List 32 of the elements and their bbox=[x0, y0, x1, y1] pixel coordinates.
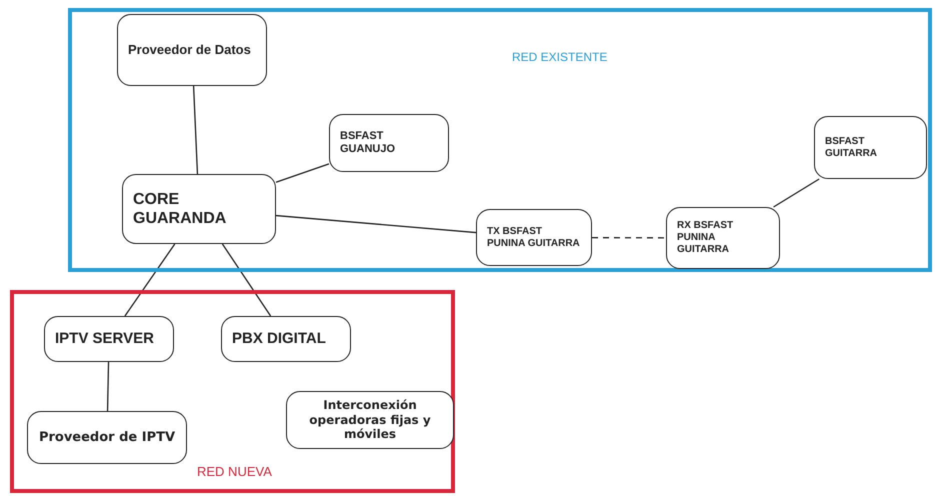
network-node-box bbox=[666, 207, 780, 269]
dashed-link-line bbox=[592, 237, 666, 238]
link-line bbox=[106, 362, 110, 412]
network-node-box bbox=[117, 14, 267, 86]
node-label: BSFAST GUANUJO bbox=[340, 130, 396, 156]
network-node-box bbox=[814, 116, 927, 179]
node-label: TX BSFAST PUNINA GUITARRA bbox=[487, 226, 581, 250]
node-label: BSFAST GUITARRA bbox=[825, 136, 878, 160]
region-title: RED NUEVA bbox=[197, 464, 272, 480]
node-label: Interconexión operadoras fijas y móviles bbox=[308, 398, 432, 442]
network-node-box bbox=[27, 411, 187, 464]
node-label: RX BSFAST PUNINA GUITARRA bbox=[677, 220, 734, 256]
link-line bbox=[773, 178, 820, 208]
link-line bbox=[124, 244, 176, 316]
link-line bbox=[222, 244, 272, 316]
network-node-box bbox=[122, 174, 276, 244]
network-node-box bbox=[221, 316, 351, 362]
network-region bbox=[10, 290, 455, 493]
node-label: CORE GUARANDA bbox=[133, 190, 228, 228]
network-node-box bbox=[286, 391, 454, 449]
link-line bbox=[192, 86, 198, 174]
node-label: Proveedor de IPTV bbox=[38, 430, 176, 446]
network-region bbox=[68, 8, 932, 272]
network-node-box bbox=[329, 114, 449, 172]
link-line bbox=[276, 214, 476, 234]
node-label: IPTV SERVER bbox=[55, 330, 155, 348]
network-node-box bbox=[44, 316, 174, 362]
node-label: Proveedor de Datos bbox=[128, 42, 252, 58]
region-title: RED EXISTENTE bbox=[512, 50, 608, 64]
network-node-box bbox=[476, 209, 592, 266]
node-label: PBX DIGITAL bbox=[232, 330, 327, 348]
link-line bbox=[276, 163, 330, 183]
